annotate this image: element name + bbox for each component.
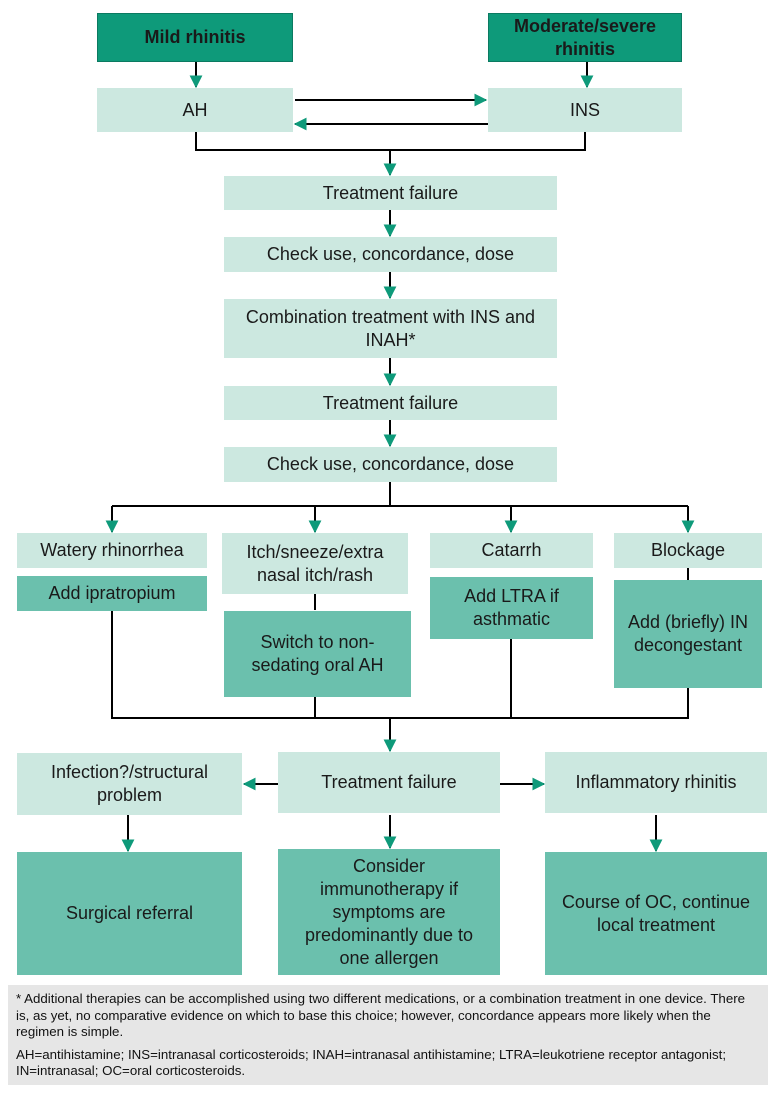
node-watery-rhinorrhea-label: Watery rhinorrhea xyxy=(40,540,184,560)
node-itch-sneeze: Itch/sneeze/extra nasal itch/rash xyxy=(222,533,408,594)
node-surgical-referral-label: Surgical referral xyxy=(65,903,194,923)
node-check-use-2-label: Check use, concordance, dose xyxy=(266,454,515,474)
node-treatment-failure-2-label: Treatment failure xyxy=(322,392,459,413)
node-inflammatory-rhinitis: Inflammatory rhinitis xyxy=(545,752,767,813)
node-treatment-failure-3-label: Treatment failure xyxy=(321,772,457,792)
node-ins-label: INS xyxy=(569,99,600,120)
node-add-ltra-label: Add LTRA if asthmatic xyxy=(464,586,559,629)
footnote-panel: * Additional therapies can be accomplish… xyxy=(8,985,768,1085)
node-ah: AH xyxy=(97,88,293,132)
node-check-use-1: Check use, concordance, dose xyxy=(224,237,557,272)
node-infection-structural: Infection?/structural problem xyxy=(17,753,242,815)
node-add-decongestant: Add (briefly) IN decongestant xyxy=(614,580,762,688)
connector-ah-ins-join xyxy=(195,132,586,151)
node-watery-rhinorrhea: Watery rhinorrhea xyxy=(17,533,207,568)
node-ins: INS xyxy=(488,88,682,132)
node-treatment-failure-3: Treatment failure xyxy=(278,752,500,813)
node-add-ipratropium: Add ipratropium xyxy=(17,576,207,611)
node-switch-oral-ah-label: Switch to non-sedating oral AH xyxy=(251,632,384,675)
node-surgical-referral: Surgical referral xyxy=(17,852,242,975)
node-catarrh: Catarrh xyxy=(430,533,593,568)
node-treatment-failure-2: Treatment failure xyxy=(224,386,557,420)
node-treatment-failure-1-label: Treatment failure xyxy=(322,182,459,203)
node-consider-immunotherapy-label: Consider immunotherapy if symptoms are p… xyxy=(304,855,474,968)
node-add-decongestant-label: Add (briefly) IN decongestant xyxy=(627,612,749,655)
node-catarrh-label: Catarrh xyxy=(481,540,542,560)
node-itch-sneeze-label: Itch/sneeze/extra nasal itch/rash xyxy=(246,541,384,585)
node-check-use-1-label: Check use, concordance, dose xyxy=(266,244,515,264)
node-mild-rhinitis-label: Mild rhinitis xyxy=(144,27,246,47)
node-blockage-label: Blockage xyxy=(650,540,726,560)
node-infection-structural-label: Infection?/structural problem xyxy=(50,762,209,805)
node-combination-treatment: Combination treatment with INS and INAH* xyxy=(224,299,557,358)
footnote-note: * Additional therapies can be accomplish… xyxy=(16,991,746,1039)
node-treatment-failure-1: Treatment failure xyxy=(224,176,557,210)
node-ah-label: AH xyxy=(182,99,208,120)
node-check-use-2: Check use, concordance, dose xyxy=(224,447,557,482)
node-add-ltra: Add LTRA if asthmatic xyxy=(430,577,593,639)
node-course-of-oc: Course of OC, continue local treatment xyxy=(545,852,767,975)
node-add-ipratropium-label: Add ipratropium xyxy=(48,583,176,603)
node-switch-oral-ah: Switch to non-sedating oral AH xyxy=(224,611,411,697)
node-moderate-severe-rhinitis-label: Moderate/severe rhinitis xyxy=(513,15,657,59)
node-combination-treatment-label: Combination treatment with INS and INAH* xyxy=(245,306,536,350)
footnote-abbreviations: AH=antihistamine; INS=intranasal cortico… xyxy=(16,1046,727,1079)
node-moderate-severe-rhinitis: Moderate/severe rhinitis xyxy=(488,13,682,62)
node-mild-rhinitis: Mild rhinitis xyxy=(97,13,293,62)
node-blockage: Blockage xyxy=(614,533,762,568)
node-course-of-oc-label: Course of OC, continue local treatment xyxy=(561,891,751,935)
node-consider-immunotherapy: Consider immunotherapy if symptoms are p… xyxy=(278,849,500,975)
connector-actions-join xyxy=(111,611,689,719)
node-inflammatory-rhinitis-label: Inflammatory rhinitis xyxy=(575,772,737,792)
